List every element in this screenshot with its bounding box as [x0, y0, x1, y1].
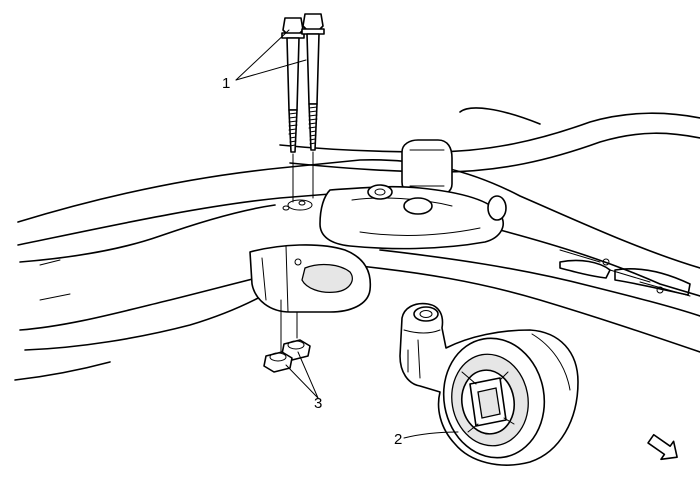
- arrow-icon: [647, 433, 678, 461]
- leader-lines: [235, 29, 459, 439]
- frame-crossmember: [14, 158, 700, 381]
- transmission-mount: [399, 302, 579, 466]
- nuts: [263, 299, 311, 373]
- callout-nuts: 3: [314, 395, 322, 412]
- frame-bracket: [319, 184, 507, 250]
- lower-mount-plate: [249, 199, 372, 313]
- stabilizer-bar: [279, 107, 700, 197]
- callout-mount: 2: [394, 431, 402, 448]
- mounting-bolts: [281, 13, 325, 203]
- callout-bolts: 1: [222, 75, 230, 92]
